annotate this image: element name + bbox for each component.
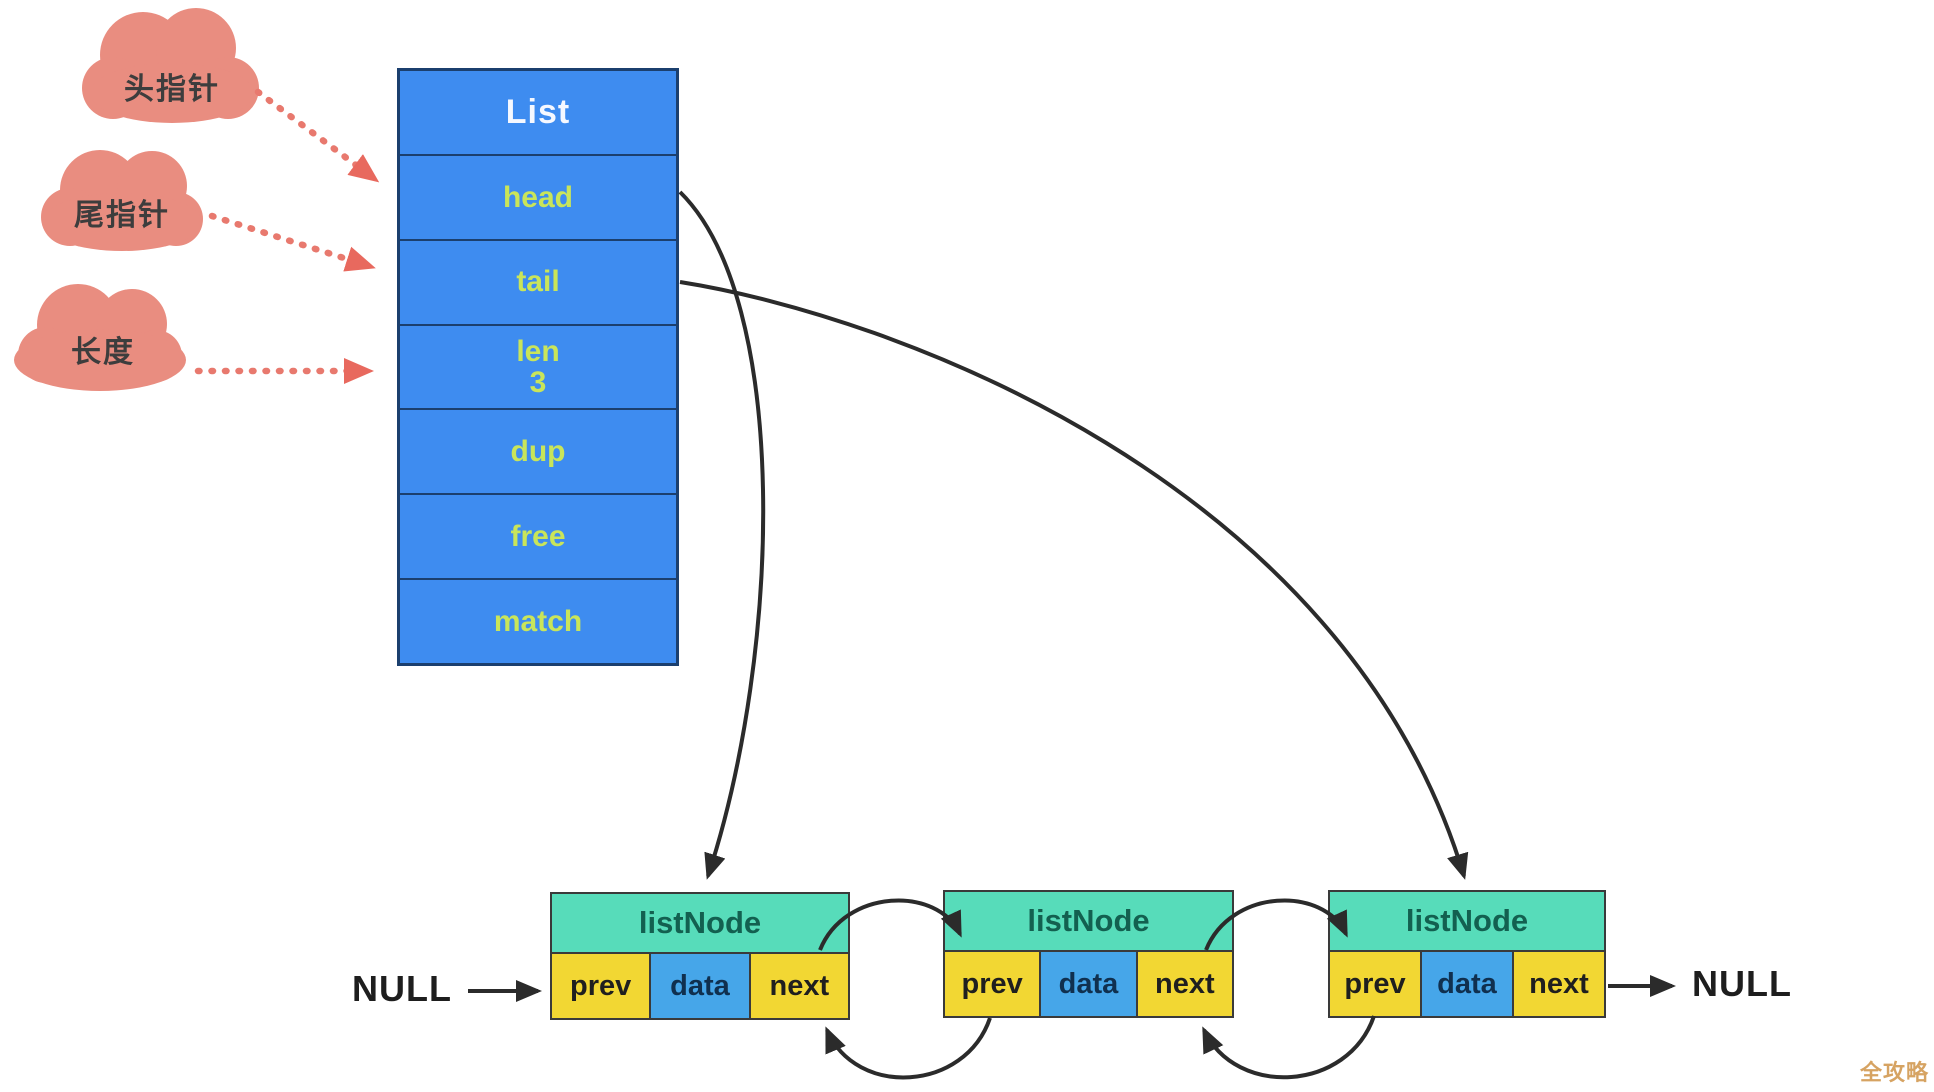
list-node-2-cells: prev data next: [945, 952, 1232, 1016]
struct-field-dup: dup: [400, 408, 676, 493]
struct-field-head: head: [400, 153, 676, 239]
list-node-1-prev-cell: prev: [552, 954, 650, 1018]
list-node-2-prev-cell: prev: [945, 952, 1040, 1016]
struct-field-free: free: [400, 493, 676, 578]
null-label-left: NULL: [352, 968, 452, 1009]
list-node-2-title: listNode: [945, 892, 1232, 952]
cloud-label-tail-pointer: 尾指针: [74, 199, 170, 232]
list-node-3: listNode prev data next: [1328, 890, 1606, 1018]
struct-field-match: match: [400, 578, 676, 663]
list-node-3-prev-cell: prev: [1330, 952, 1420, 1016]
list-node-1-next-cell: next: [748, 954, 848, 1018]
struct-field-len-label: len: [516, 334, 560, 368]
list-struct-title: List: [505, 92, 571, 131]
null-label-right: NULL: [1692, 963, 1792, 1004]
list-node-1-cells: prev data next: [552, 954, 848, 1018]
list-struct-box: List head tail len 3 dup free match: [397, 68, 679, 666]
list-node-2-next-cell: next: [1135, 952, 1232, 1016]
struct-field-tail: tail: [400, 238, 676, 324]
cloud-label-length: 长度: [71, 336, 135, 369]
cloud-label-head-pointer: 头指针: [124, 73, 220, 106]
watermark-text: 全攻略: [1860, 1060, 1930, 1085]
list-node-1-title: listNode: [552, 894, 848, 954]
struct-field-len: len 3: [400, 323, 676, 409]
list-node-3-cells: prev data next: [1330, 952, 1604, 1016]
dotted-arrow-tail-pointer: [208, 212, 376, 272]
prev-arc-node2-to-node1: [825, 1017, 992, 1080]
prev-arc-node3-to-node2: [1202, 1015, 1376, 1080]
list-node-1: listNode prev data next: [550, 892, 850, 1020]
struct-field-len-value: 3: [529, 366, 547, 399]
list-node-2-data-cell: data: [1039, 952, 1136, 1016]
list-node-3-title: listNode: [1330, 892, 1604, 952]
list-node-3-data-cell: data: [1420, 952, 1512, 1016]
tail-pointer-arrow: [679, 280, 1469, 880]
list-node-2: listNode prev data next: [943, 890, 1234, 1018]
dotted-arrow-head-pointer: [254, 88, 380, 184]
list-node-3-next-cell: next: [1512, 952, 1604, 1016]
list-node-1-data-cell: data: [649, 954, 749, 1018]
head-pointer-arrow: [678, 190, 766, 880]
